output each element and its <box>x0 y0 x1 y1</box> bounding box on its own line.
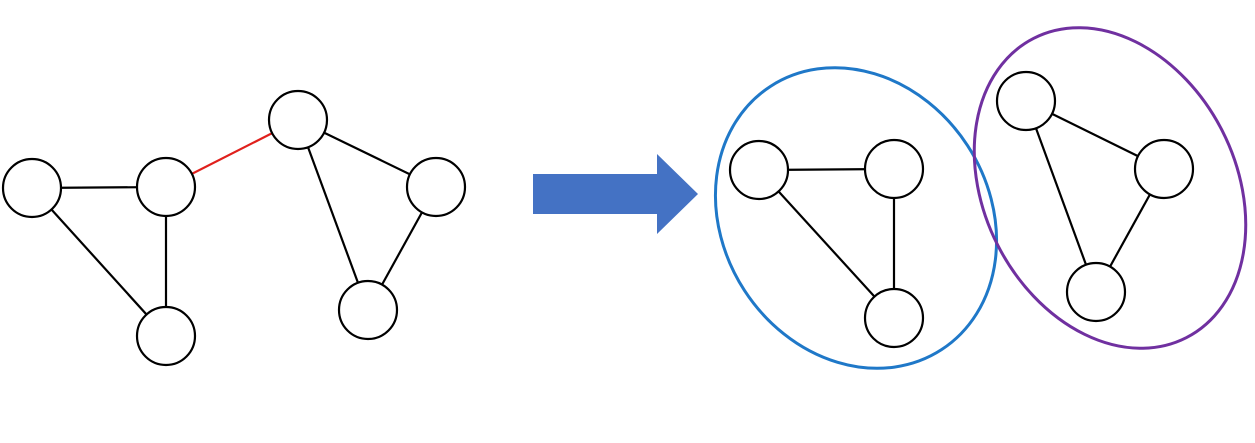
cluster-a-edge-g-i <box>758 169 895 319</box>
cluster-b-node-k <box>1133 138 1195 200</box>
left-node-a <box>1 157 63 219</box>
left-node-c <box>135 305 197 367</box>
cluster-b-node-l <box>1065 261 1127 323</box>
cluster-a-node-h <box>863 138 925 200</box>
arrow-layer <box>533 154 698 234</box>
cluster-b-outline <box>972 26 1248 350</box>
left-node-e <box>405 156 467 218</box>
cluster-b-node-j <box>995 70 1057 132</box>
right-arrow-icon <box>533 154 698 234</box>
left-edge-d-f <box>296 119 370 311</box>
left-edge-a-c <box>31 187 167 337</box>
cluster-b-edge-j-l <box>1024 100 1098 293</box>
left-node-b <box>135 156 197 218</box>
left-node-f <box>337 279 399 341</box>
cluster-a-outline <box>713 66 999 370</box>
cluster-outlines <box>713 26 1248 370</box>
cluster-a-node-i <box>863 287 925 349</box>
cluster-a-node-g <box>728 139 790 201</box>
right-graph-nodes <box>728 70 1195 349</box>
left-graph-nodes <box>1 89 467 367</box>
left-node-d <box>267 89 329 151</box>
